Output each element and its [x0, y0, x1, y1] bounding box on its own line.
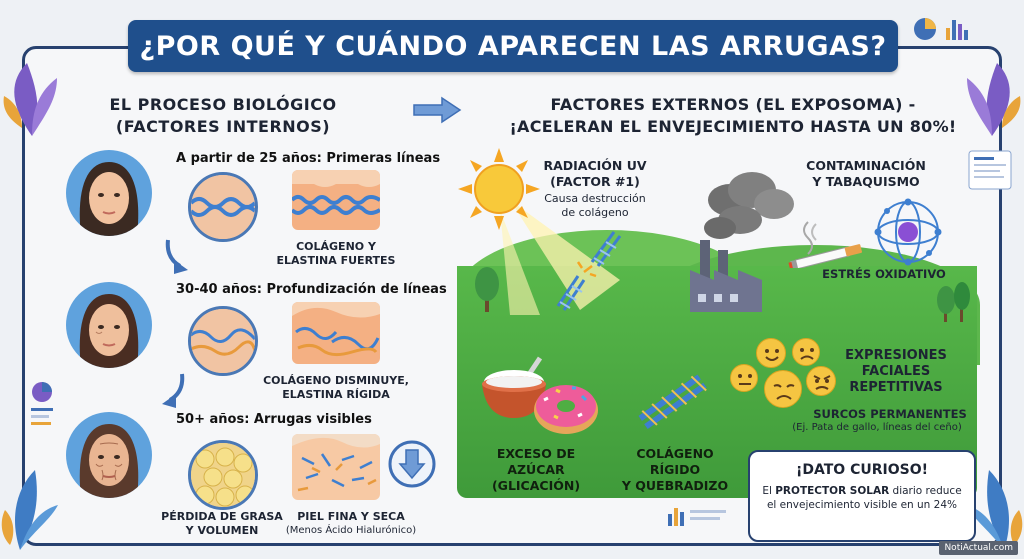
skin-section-stage2: [292, 302, 380, 364]
tree-right-icon: [937, 282, 970, 322]
skin-zoom-stage1: [188, 172, 258, 242]
external-factors-header: FACTORES EXTERNOS (EL EXPOSOMA) - ¡ACELE…: [488, 94, 978, 138]
brand-watermark: NotiActual.com: [939, 541, 1018, 555]
internal-header-line2: (FACTORES INTERNOS): [115, 117, 331, 136]
stage1-caption: COLÁGENO Y ELASTINA FUERTES: [272, 240, 400, 268]
fat-loss-caption: PÉRDIDA DE GRASA Y VOLUMEN: [160, 510, 284, 538]
fat-layer-zoom: [188, 440, 258, 510]
pie-chart-small-icon: [31, 382, 53, 425]
stage2-caption-line2: ELASTINA RÍGIDA: [282, 388, 390, 401]
stage2-caption-line1: COLÁGENO DISMINUYE,: [263, 374, 409, 387]
pie-chart-icon: [914, 18, 968, 40]
donut-icon: [534, 385, 598, 434]
fun-fact-bold: PROTECTOR SOLAR: [775, 485, 890, 497]
stage1-caption-line2: ELASTINA FUERTES: [276, 254, 396, 267]
neutral-emoji-icon: [730, 364, 758, 392]
bar-chart-icon: [668, 508, 726, 526]
expressions-line3: REPETITIVAS: [849, 380, 943, 395]
skin-section-stage3: [292, 434, 380, 500]
skin-section-stage1: [292, 170, 380, 230]
pollution-title-line2: Y TABAQUISMO: [812, 174, 920, 189]
pollution-title-line1: CONTAMINACIÓN: [806, 158, 926, 173]
sugar-line2: (GLICACIÓN): [491, 478, 581, 493]
face-young-avatar: [66, 150, 152, 236]
pollution-title: CONTAMINACIÓN Y TABAQUISMO: [786, 158, 946, 190]
fat-loss-line2: Y VOLUMEN: [185, 524, 259, 537]
leaf-decoration-top-right: [967, 63, 1021, 136]
curved-arrow-down-icon: [165, 239, 188, 274]
uv-subtitle: Causa destrucción de colágeno: [534, 192, 656, 220]
expressions-line2: FACIALES: [861, 364, 931, 379]
tree-left-icon: [475, 267, 499, 312]
leaf-decoration-bottom-left: [1, 470, 58, 550]
angry-emoji-icon: [806, 366, 836, 396]
face-older-avatar: [66, 412, 152, 498]
arrow-right-icon: [413, 96, 462, 124]
curved-arrow-down-icon-2: [162, 373, 185, 408]
rigid-line2: Y QUEBRADIZO: [621, 478, 729, 493]
internal-factors-header: EL PROCESO BIOLÓGICO (FACTORES INTERNOS): [58, 94, 388, 138]
uv-title-line2: (FACTOR #1): [550, 174, 640, 189]
external-header-line2: ¡ACELERAN EL ENVEJECIMIENTO HASTA UN 80%…: [509, 117, 957, 136]
fun-fact-pre: El: [762, 485, 776, 497]
cigarette-icon: [788, 221, 862, 268]
thin-skin-caption: PIEL FINA Y SECA (Menos Ácido Hialurónic…: [276, 510, 426, 538]
leaf-decoration-top-left: [3, 63, 57, 136]
uv-title: RADIACIÓN UV (FACTOR #1): [540, 158, 650, 190]
face-middle-avatar: [66, 282, 152, 368]
arrow-down-circle-icon: [388, 440, 436, 488]
furrows-label: SURCOS PERMANENTES: [813, 407, 967, 421]
fun-fact-post: diario reduce: [889, 485, 962, 497]
document-icon: [968, 150, 1012, 190]
rigid-collagen-icon: [638, 374, 707, 430]
expressions-line1: EXPRESIONES: [845, 348, 947, 363]
uv-sub-line2: de colágeno: [561, 206, 629, 219]
thin-skin-line1: PIEL FINA Y SECA: [297, 510, 405, 523]
broken-collagen-icon: [556, 231, 622, 311]
fun-fact-title: ¡DATO CURIOSO!: [796, 462, 928, 478]
sugar-bowl-icon: [482, 356, 546, 418]
furrows-example: (Ej. Pata de gallo, líneas del ceño): [792, 422, 962, 433]
rigid-line1: COLÁGENO RÍGIDO: [636, 446, 714, 477]
fun-fact-box: ¡DATO CURIOSO! El PROTECTOR SOLAR diario…: [748, 450, 976, 542]
page-title: ¿POR QUÉ Y CUÁNDO APARECEN LAS ARRUGAS?: [128, 20, 898, 72]
sugar-label: EXCESO DE AZÚCAR (GLICACIÓN): [466, 446, 606, 494]
stage1-label: A partir de 25 años: Primeras líneas: [176, 151, 441, 166]
oxidative-stress-label: ESTRÉS OXIDATIVO: [822, 267, 946, 281]
internal-header-line1: EL PROCESO BIOLÓGICO: [109, 95, 337, 114]
sugar-line1: EXCESO DE AZÚCAR: [496, 446, 576, 477]
sorrow-emoji-icon: [764, 370, 802, 408]
skin-zoom-stage2: [188, 306, 258, 376]
rigid-collagen-label: COLÁGENO RÍGIDO Y QUEBRADIZO: [610, 446, 740, 494]
stage1-caption-line1: COLÁGENO Y: [296, 240, 376, 253]
uv-title-line1: RADIACIÓN UV: [543, 158, 647, 173]
factory-smoke-icon: [690, 172, 794, 312]
smile-emoji-icon: [756, 338, 786, 368]
sun-icon: [458, 148, 540, 230]
sad-emoji-icon: [792, 338, 820, 366]
stage2-label: 30-40 años: Profundización de líneas: [176, 282, 447, 297]
uv-sub-line1: Causa destrucción: [544, 192, 646, 205]
fun-fact-line2: el envejecimiento visible en un 24%: [766, 499, 958, 511]
stage3-label: 50+ años: Arrugas visibles: [176, 412, 372, 427]
fat-loss-line1: PÉRDIDA DE GRASA: [161, 510, 283, 523]
external-header-line1: FACTORES EXTERNOS (EL EXPOSOMA) -: [550, 95, 916, 114]
thin-skin-line2: (Menos Ácido Hialurónico): [285, 525, 417, 536]
sun-rays: [500, 200, 620, 315]
fun-fact-text: El PROTECTOR SOLAR diario reduce el enve…: [750, 484, 974, 512]
stage2-caption: COLÁGENO DISMINUYE, ELASTINA RÍGIDA: [262, 374, 410, 402]
expressions-title: EXPRESIONES FACIALES REPETITIVAS: [836, 348, 956, 396]
oxidative-atom-icon: [874, 198, 942, 266]
